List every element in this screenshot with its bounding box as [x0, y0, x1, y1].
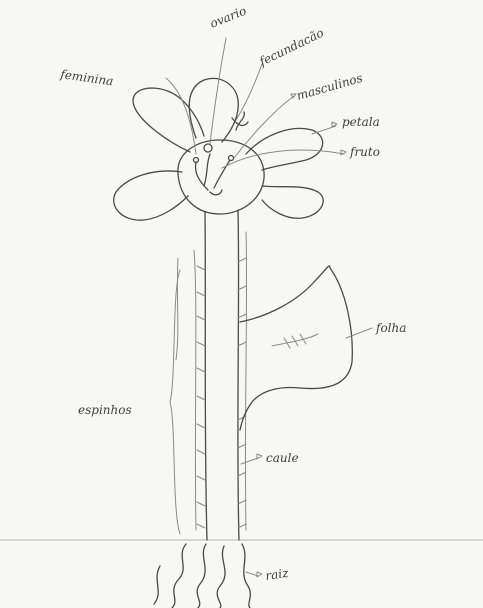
root-5: [154, 566, 160, 604]
petal-lower-left: [114, 171, 188, 220]
leaf-midrib: [272, 334, 318, 346]
label-folha: folha: [375, 321, 406, 335]
leaf-outline: [240, 266, 352, 430]
label-ovario: ovario: [208, 4, 248, 31]
root-4: [242, 544, 250, 608]
stem: [194, 210, 247, 540]
stem-shadow-right: [245, 232, 246, 530]
thorns-left: [197, 266, 205, 528]
fecundacao-leader: [236, 64, 262, 120]
petals: [114, 78, 324, 220]
caule-arrow: [257, 454, 262, 459]
stamen-1: [214, 160, 230, 188]
masculinos-leader: [234, 96, 294, 158]
arrow-marks: [257, 94, 346, 577]
label-raiz: raiz: [264, 566, 289, 583]
roots: [154, 544, 250, 608]
thorns: [176, 258, 246, 528]
label-espinhos: espinhos: [78, 403, 132, 417]
feminina-leader: [166, 78, 196, 154]
stem-shadow-left: [194, 250, 196, 530]
style-base: [210, 190, 222, 195]
espinhos-bracket: [170, 270, 180, 534]
root-3: [217, 546, 225, 608]
petal-top: [189, 78, 238, 142]
thorns-bracket-outline: [176, 258, 178, 360]
petal-upper-left: [133, 88, 204, 152]
label-fecundacao: fecundacão: [256, 26, 326, 70]
label-feminina: feminina: [59, 67, 115, 88]
leaf-veins: [284, 334, 306, 348]
label-fruto: fruto: [349, 145, 380, 159]
petal-right: [246, 128, 323, 170]
label-petala: petala: [342, 115, 380, 129]
folha-leader: [346, 328, 372, 338]
root-1: [172, 544, 186, 608]
receptacle: [178, 140, 264, 214]
root-2: [197, 544, 206, 608]
label-caule: caule: [266, 451, 299, 465]
ovario-leader: [210, 38, 226, 144]
raiz-leader: [246, 572, 258, 576]
petal-lower-right: [262, 186, 323, 218]
ovary-mark: [204, 144, 212, 152]
caule-leader: [241, 458, 258, 464]
stem-left-edge: [205, 212, 207, 540]
leaf: [240, 266, 352, 430]
label-masculinos: masculinos: [295, 71, 364, 103]
thorns-right: [238, 258, 246, 528]
pistil: [204, 154, 210, 186]
fecundation-mark: [232, 112, 248, 130]
raiz-arrow: [257, 572, 262, 577]
stem-right-edge: [238, 210, 239, 540]
anther-2: [229, 156, 234, 161]
